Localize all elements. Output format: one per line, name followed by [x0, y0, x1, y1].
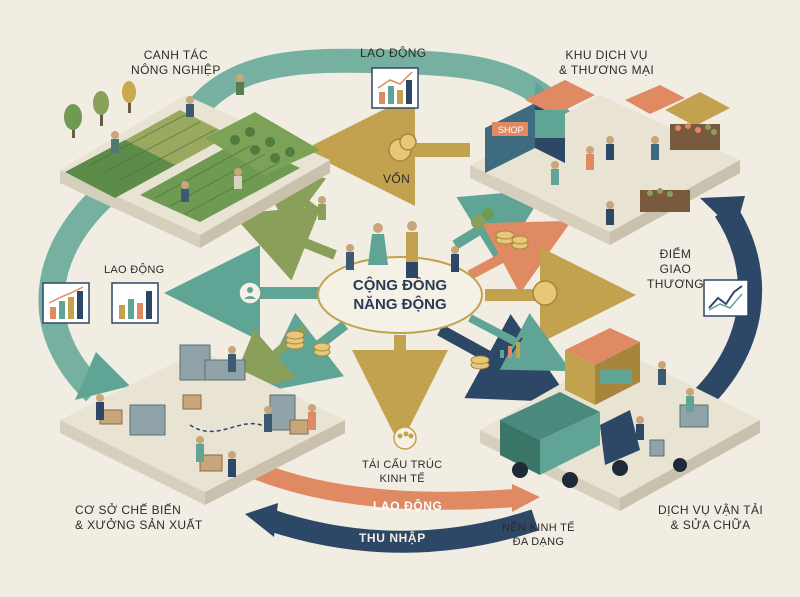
- left-labor-label: LAO ĐỘNG: [104, 264, 165, 276]
- income-arrow: [266, 509, 539, 553]
- chart-icon: [497, 337, 523, 358]
- mechanic-figure: [686, 388, 694, 412]
- mechanic-figure: [658, 361, 666, 385]
- agriculture-island: [60, 74, 330, 248]
- coins-icon: [285, 330, 331, 357]
- right-trade-arrowhead: [700, 196, 745, 232]
- shop-sign: SHOP: [498, 125, 524, 135]
- person-icon: [238, 281, 262, 305]
- capital-label: VỐN: [383, 172, 411, 186]
- center-ellipse: [317, 256, 483, 334]
- person-figure: [586, 146, 594, 170]
- farmer-figure: [186, 96, 194, 117]
- diversified-label: NỀN KINH TẾ ĐA DẠNG: [502, 522, 575, 548]
- coins-icon: [532, 280, 558, 306]
- top-labor-label: LAO ĐỘNG: [360, 46, 427, 60]
- top-labor-arrow: [180, 48, 556, 126]
- person-figure: [606, 201, 614, 225]
- transport-island: [480, 328, 760, 511]
- worker-figure: [308, 404, 316, 430]
- transport-label: DỊCH VỤ VẬN TẢI & SỬA CHỮA: [658, 503, 764, 532]
- chart-icon: [42, 282, 90, 324]
- bottom-labor-arrow: [251, 461, 516, 510]
- worker-figure: [264, 406, 272, 432]
- coins-icon: [388, 133, 417, 162]
- worker-figure: [228, 346, 236, 372]
- coins-icon: [470, 355, 490, 370]
- person-figure: [551, 161, 559, 185]
- worker-figure: [228, 451, 236, 477]
- farmer-figure: [181, 181, 189, 202]
- spoke-se2: [468, 313, 572, 372]
- person-figure: [606, 136, 614, 160]
- spoke-nw: [232, 206, 337, 281]
- center-label: CỘNG ĐỒNG NĂNG ĐỘNG: [352, 277, 448, 313]
- chart-icon: [371, 67, 419, 109]
- income-arrowhead: [245, 503, 278, 537]
- spoke-ne2: [467, 220, 572, 294]
- bottom-labor-label: LAO ĐỘNG: [373, 499, 443, 513]
- person-figure: [651, 136, 659, 160]
- worker-figure: [196, 436, 204, 462]
- services-island: SHOP: [470, 80, 740, 245]
- left-labor-arrowhead: [75, 352, 130, 400]
- agriculture-label: CANH TÁC NÔNG NGHIỆP: [131, 48, 221, 77]
- trade-point-label: ĐIỂM GIAO THƯƠNG: [647, 247, 704, 291]
- community-people: [318, 196, 459, 278]
- worker-figure: [96, 394, 104, 420]
- farmer-figure: [111, 131, 119, 153]
- restructure-label: TÁI CẤU TRÚC KINH TẾ: [362, 459, 443, 485]
- processing-island: [60, 344, 345, 505]
- bottom-labor-arrowhead: [512, 484, 540, 512]
- processing-label: CƠ SỞ CHẾ BIẾN & XƯỞNG SẢN XUẤT: [75, 503, 203, 532]
- farmer-figure: [234, 168, 242, 189]
- services-label: KHU DỊCH VỤ & THƯƠNG MẠI: [559, 48, 655, 77]
- chart-icon: [703, 279, 749, 317]
- people-icon: [393, 426, 417, 450]
- coins-icon: [495, 230, 529, 250]
- truck-icon: [500, 392, 640, 488]
- mechanic-figure: [636, 416, 644, 440]
- spoke-se: [437, 314, 572, 403]
- income-label: THU NHẬP: [359, 531, 426, 545]
- farmer-figure: [236, 74, 244, 95]
- chart-icon: [111, 282, 159, 324]
- coins-icon: [471, 208, 494, 229]
